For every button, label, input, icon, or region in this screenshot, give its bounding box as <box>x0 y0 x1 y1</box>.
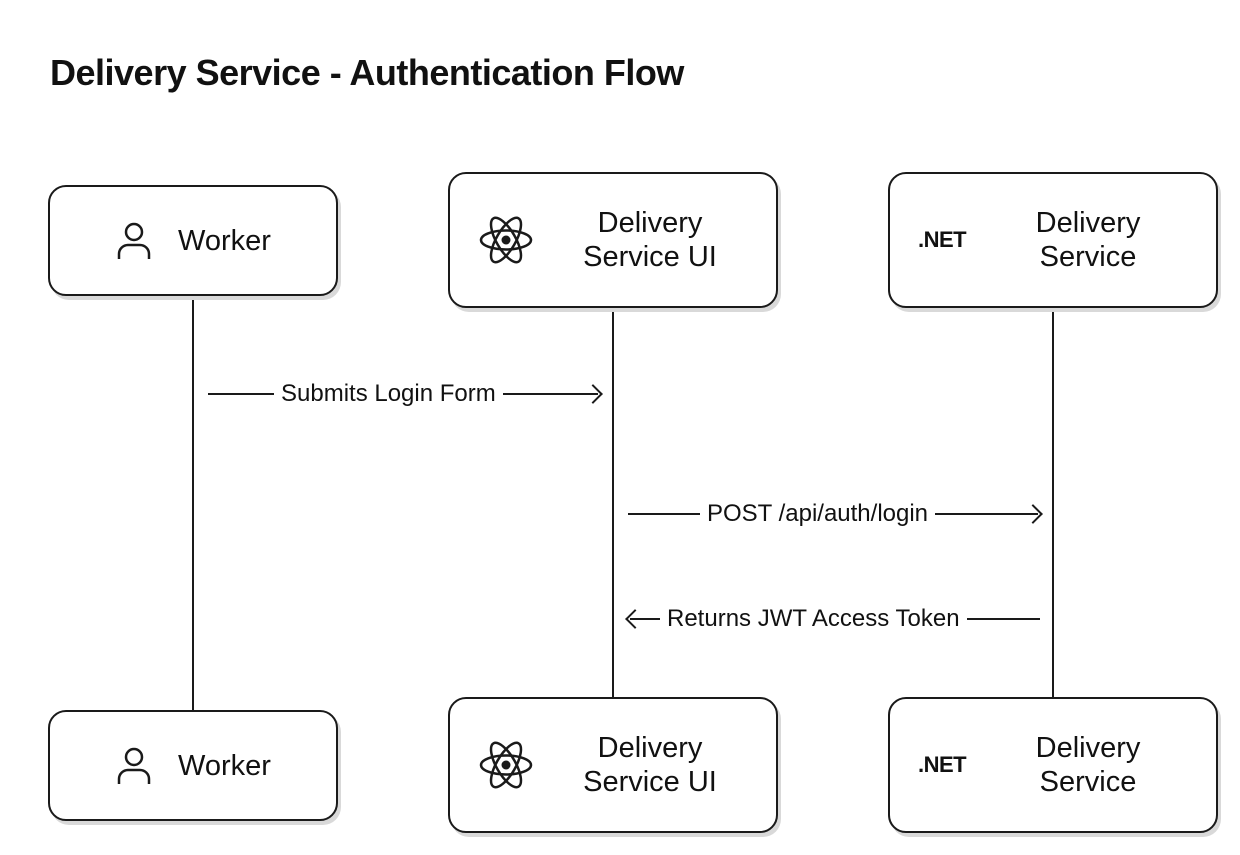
react-icon <box>479 741 533 789</box>
participant-label: Worker <box>178 749 271 782</box>
message-label: POST /api/auth/login <box>707 500 929 527</box>
service-lifeline <box>1052 308 1054 698</box>
diagram-title: Delivery Service - Authentication Flow <box>50 52 684 93</box>
message-submits-login-form: Submits Login Form <box>208 380 603 408</box>
participant-service-bottom: .NET Delivery Service <box>888 697 1218 833</box>
participant-label: Delivery Service UI <box>583 207 717 273</box>
participant-worker-top: Worker <box>48 185 338 296</box>
participant-ui-top: Delivery Service UI <box>448 172 778 308</box>
message-line <box>208 393 274 395</box>
arrow-right-icon <box>583 384 603 404</box>
participant-service-top: .NET Delivery Service <box>888 172 1218 308</box>
user-icon <box>117 222 151 259</box>
message-label: Submits Login Form <box>281 380 496 407</box>
arrow-left-icon <box>625 609 645 629</box>
message-line <box>935 513 1038 515</box>
participant-label: Worker <box>178 224 271 257</box>
message-line <box>630 618 660 620</box>
message-returns-jwt: Returns JWT Access Token <box>625 605 1040 633</box>
dotnet-icon: .NET <box>918 752 967 777</box>
participant-worker-bottom: Worker <box>48 710 338 821</box>
arrow-right-icon <box>1023 504 1043 524</box>
message-post-login: POST /api/auth/login <box>628 500 1043 528</box>
user-icon <box>117 747 151 784</box>
message-label: Returns JWT Access Token <box>667 605 960 632</box>
message-line <box>628 513 700 515</box>
message-line <box>502 393 598 395</box>
message-line <box>966 618 1040 620</box>
react-icon <box>479 216 533 264</box>
dotnet-icon: .NET <box>918 227 967 252</box>
ui-lifeline <box>612 308 614 698</box>
worker-lifeline <box>192 296 194 710</box>
participant-label: Delivery Service UI <box>583 732 717 798</box>
participant-ui-bottom: Delivery Service UI <box>448 697 778 833</box>
participant-label: Delivery Service <box>1035 732 1141 798</box>
participant-label: Delivery Service <box>1035 207 1141 273</box>
